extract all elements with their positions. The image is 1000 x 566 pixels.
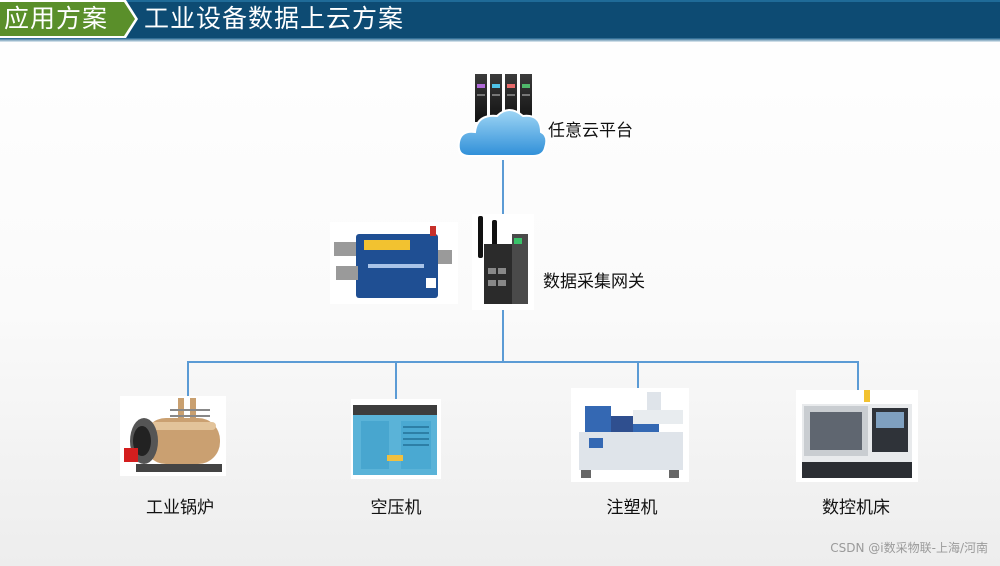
device-label-boiler: 工业锅炉 [146,498,214,518]
section-tag-shape [0,0,138,38]
cnc-machine-icon [796,390,918,482]
header-top-line [0,0,1000,2]
device-label-injection: 注塑机 [606,498,658,518]
boiler-drop [187,361,189,397]
header-bar: 应用方案 工业设备数据上云方案 [0,0,1000,38]
header-divider [0,38,1000,42]
cloud-platform-label: 任意云平台 [548,121,633,141]
gateway-bus-link [502,310,504,362]
section-tag: 应用方案 [4,4,109,33]
injection-drop [637,361,639,389]
air-compressor-icon [351,399,441,479]
gateway-box-icon [330,222,458,304]
gateway-router-icon [472,214,534,310]
watermark: CSDN @i数采物联-上海/河南 [830,541,988,555]
cloud-server-icon [457,74,547,157]
device-label-cnc: 数控机床 [822,498,890,518]
gateway-label: 数据采集网关 [543,272,645,292]
device-label-compressor: 空压机 [370,498,422,518]
injection-molding-icon [571,388,689,482]
cloud-gateway-link [502,160,504,220]
industrial-boiler-icon [120,396,226,476]
cnc-drop [857,361,859,391]
device-bus [187,361,859,363]
compressor-drop [395,361,397,399]
page-title: 工业设备数据上云方案 [144,4,405,33]
